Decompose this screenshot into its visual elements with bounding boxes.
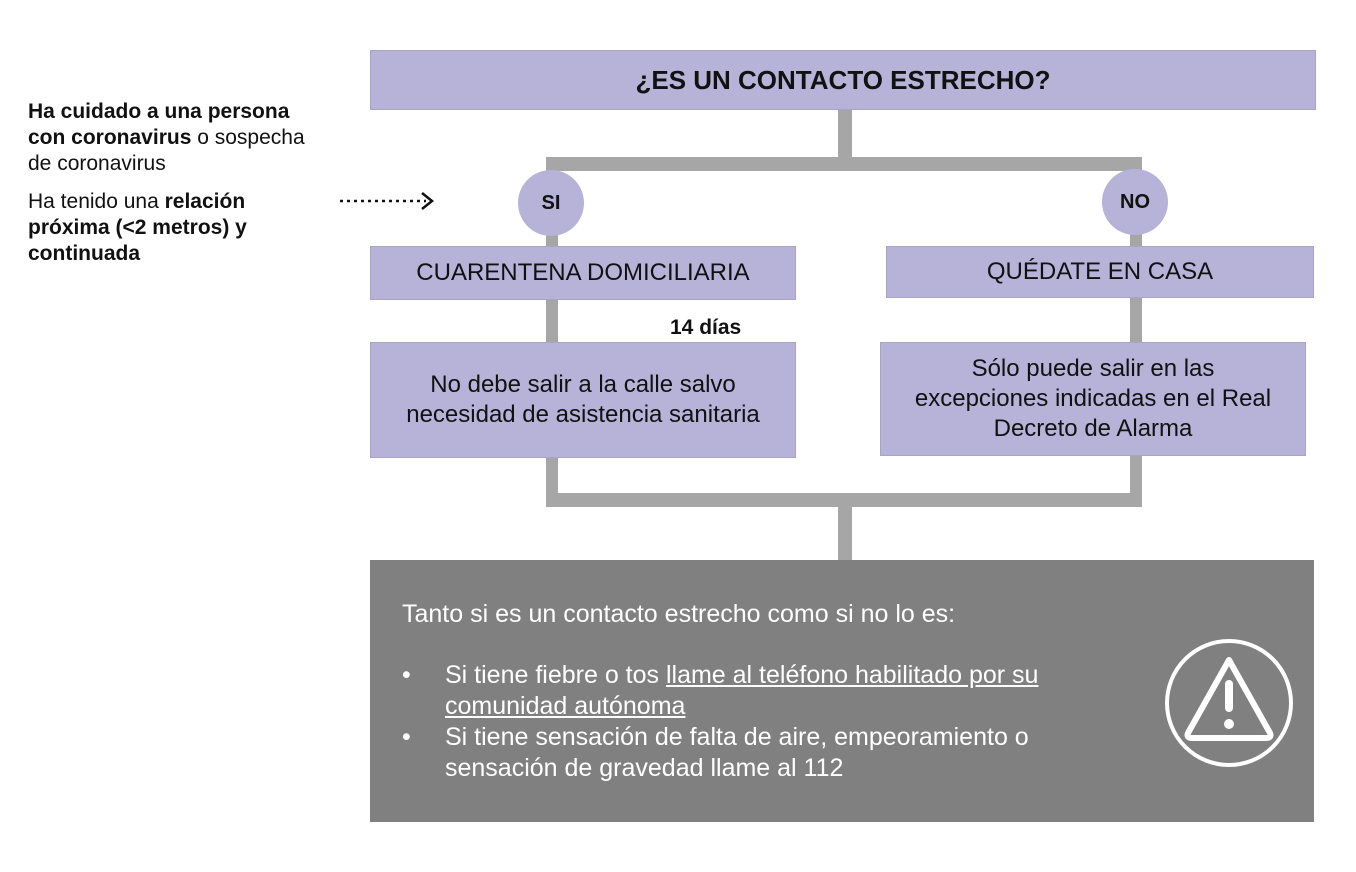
yes-badge: SI xyxy=(518,170,584,236)
no-detail-text: Sólo puede salir en las excepciones indi… xyxy=(914,355,1272,442)
criterion-proximity-prefix: Ha tenido una xyxy=(28,190,165,213)
info-panel: Tanto si es un contacto estrecho como si… xyxy=(370,560,1314,822)
connector-yes-middle xyxy=(546,299,558,343)
criterion-proximity-bold: relación próxima (<2 metros) y continuad… xyxy=(28,190,247,265)
no-badge: NO xyxy=(1102,169,1168,235)
connector-header-stem xyxy=(838,110,852,160)
stay-home-label: QUÉDATE EN CASA xyxy=(986,258,1214,285)
bullet-dot: • xyxy=(402,661,411,689)
criterion-care-rest: o sospecha de coronavirus xyxy=(28,126,305,175)
criterion-care-bold: Ha cuidado a una persona con coronavirus xyxy=(28,100,290,149)
info-title: Tanto si es un contacto estrecho como si… xyxy=(402,600,956,628)
duration-label: 14 días xyxy=(670,316,742,339)
connector-top-bar xyxy=(546,157,1142,171)
quarantine-box: CUARENTENA DOMICILIARIA xyxy=(370,246,796,300)
connector-info-stem xyxy=(838,507,852,560)
no-detail-box: Sólo puede salir en las excepciones indi… xyxy=(880,342,1306,456)
criteria-text: Ha cuidado a una persona con coronavirus… xyxy=(28,99,328,279)
stay-home-box: QUÉDATE EN CASA xyxy=(886,246,1314,298)
connector-bottom-bar xyxy=(546,493,1142,507)
bullet-emergency: • Si tiene sensación de falta de aire, e… xyxy=(402,722,1142,784)
criterion-proximity: Ha tenido una relación próxima (<2 metro… xyxy=(28,189,328,267)
yes-detail-box: No debe salir a la calle salvo necesidad… xyxy=(370,342,796,458)
connector-no-middle xyxy=(1130,297,1142,343)
phone-link[interactable]: llame al teléfono habilitado por su comu… xyxy=(445,661,1039,720)
yes-detail-text: No debe salir a la calle salvo necesidad… xyxy=(406,371,760,428)
info-bullets: • Si tiene fiebre o tos llame al teléfon… xyxy=(402,660,1142,784)
bullet-fever-prefix: Si tiene fiebre o tos xyxy=(445,661,666,689)
bullet-emergency-text: Si tiene sensación de falta de aire, emp… xyxy=(445,723,1029,782)
bullet-fever: • Si tiene fiebre o tos llame al teléfon… xyxy=(402,660,1142,722)
no-label: NO xyxy=(1120,190,1150,213)
dotted-arrow-icon xyxy=(340,192,435,210)
yes-label: SI xyxy=(541,191,561,214)
page-title: ¿ES UN CONTACTO ESTRECHO? xyxy=(635,64,1051,95)
criterion-care: Ha cuidado a una persona con coronavirus… xyxy=(28,99,328,177)
warning-icon xyxy=(1165,639,1293,767)
quarantine-label: CUARENTENA DOMICILIARIA xyxy=(416,259,750,286)
bullet-dot: • xyxy=(402,723,411,751)
header-box: ¿ES UN CONTACTO ESTRECHO? xyxy=(370,50,1316,110)
